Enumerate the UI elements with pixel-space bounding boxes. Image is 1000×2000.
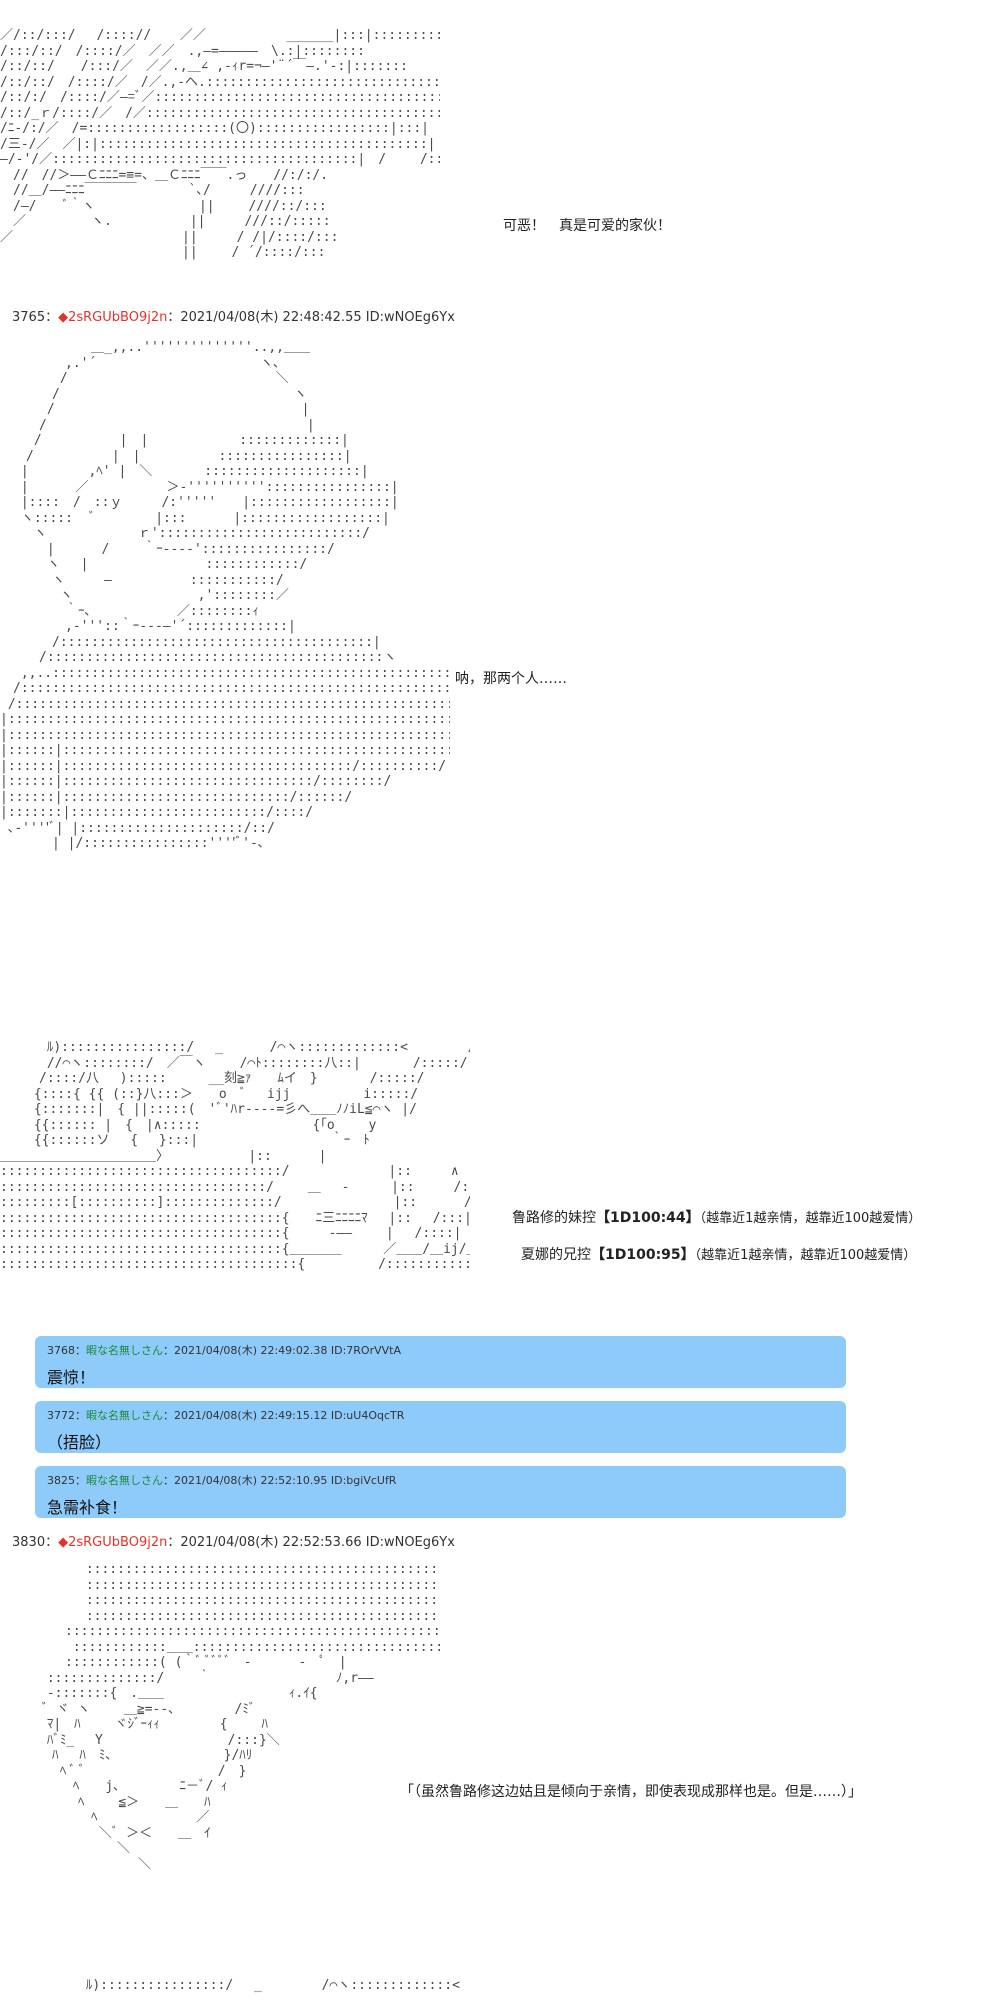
reply-card: 3772：暇な名無しさん：2021/04/08(木) 22:49:15.12 I… xyxy=(35,1401,846,1453)
roll-label: 鲁路修的妹控 xyxy=(512,1210,596,1226)
reply-card: 3825：暇な名無しさん：2021/04/08(木) 22:52:10.95 I… xyxy=(35,1466,846,1518)
reply-author[interactable]: 暇な名無しさん xyxy=(86,1409,163,1422)
post-number: 3830 xyxy=(12,1535,46,1550)
reply-header: 3825：暇な名無しさん：2021/04/08(木) 22:52:10.95 I… xyxy=(47,1472,834,1488)
post-header-3765: 3765：◆2sRGUbBO9j2n：2021/04/08(木) 22:48:4… xyxy=(12,306,455,325)
reply-separator: ： xyxy=(75,1409,86,1422)
ascii-art-block-2: ＿_,,..''''''''''''''..,,＿＿ ,.'´ ヽ､ / ＼ /… xyxy=(0,340,450,851)
post-separator: ： xyxy=(45,1535,59,1550)
reply-meta: ：2021/04/08(木) 22:52:10.95 ID:bgiVcUfR xyxy=(163,1474,397,1487)
ascii-art-block-4: ::::::::::::::::::::::::::::::::::::::::… xyxy=(39,1562,440,1872)
reply-body: 震惊！ xyxy=(47,1368,96,1387)
dialog-line-2: 呐，那两个人…… xyxy=(455,671,567,687)
ascii-art-block-1: ／/::/:::/ /::::// ／／ ______|:::|::::::::… xyxy=(0,28,440,260)
reply-card: 3768：暇な名無しさん：2021/04/08(木) 22:49:02.38 I… xyxy=(35,1336,846,1388)
author-trip[interactable]: ◆2sRGUbBO9j2n xyxy=(58,1535,168,1550)
roll-note: （越靠近1越亲情，越靠近100越爱情） xyxy=(694,1248,917,1263)
roll-note: （越靠近1越亲情，越靠近100越爱情） xyxy=(699,1211,922,1226)
dialog-line-5: 「（虽然鲁路修这边姑且是倾向于亲情，即使表现成那样也是。但是……）」 xyxy=(400,1784,862,1800)
post-header-3830: 3830：◆2sRGUbBO9j2n：2021/04/08(木) 22:52:5… xyxy=(12,1531,455,1550)
reply-separator: ： xyxy=(75,1344,86,1357)
reply-separator: ： xyxy=(75,1474,86,1487)
reply-author[interactable]: 暇な名無しさん xyxy=(86,1474,163,1487)
reply-header: 3768：暇な名無しさん：2021/04/08(木) 22:49:02.38 I… xyxy=(47,1342,834,1358)
author-trip[interactable]: ◆2sRGUbBO9j2n xyxy=(58,310,168,325)
roll-label: 夏娜的兄控 xyxy=(521,1247,591,1263)
ascii-art-block-5: ﾙ)::::::::::::::::/ _ /⌒ヽ:::::::::::::< … xyxy=(85,1978,460,1993)
dialog-roll-2: 夏娜的兄控【1D100:95】（越靠近1越亲情，越靠近100越爱情） xyxy=(521,1244,916,1264)
reply-header: 3772：暇な名無しさん：2021/04/08(木) 22:49:15.12 I… xyxy=(47,1407,834,1423)
reply-number: 3825 xyxy=(47,1474,75,1487)
reply-body: 急需补食！ xyxy=(47,1498,128,1517)
reply-meta: ：2021/04/08(木) 22:49:02.38 ID:7ROrVVtA xyxy=(163,1344,402,1357)
roll-result: 【1D100:44】 xyxy=(596,1210,700,1226)
reply-body: （捂脸） xyxy=(47,1433,112,1452)
post-separator: ： xyxy=(45,310,59,325)
dialog-line-1: 可恶！ 真是可爱的家伙！ xyxy=(503,218,671,234)
post-meta: ：2021/04/08(木) 22:52:53.66 ID:wNOEg6Yx xyxy=(167,1535,455,1550)
post-number: 3765 xyxy=(12,310,46,325)
reply-meta: ：2021/04/08(木) 22:49:15.12 ID:uU4OqcTR xyxy=(163,1409,405,1422)
reply-number: 3772 xyxy=(47,1409,75,1422)
roll-result: 【1D100:95】 xyxy=(591,1247,695,1263)
post-meta: ：2021/04/08(木) 22:48:42.55 ID:wNOEg6Yx xyxy=(167,310,455,325)
ascii-art-block-3: ﾙ)::::::::::::::::/ _ /⌒ヽ:::::::::::::< … xyxy=(0,1040,470,1272)
dialog-roll-1: 鲁路修的妹控【1D100:44】（越靠近1越亲情，越靠近100越爱情） xyxy=(512,1207,921,1227)
reply-number: 3768 xyxy=(47,1344,75,1357)
reply-author[interactable]: 暇な名無しさん xyxy=(86,1344,163,1357)
